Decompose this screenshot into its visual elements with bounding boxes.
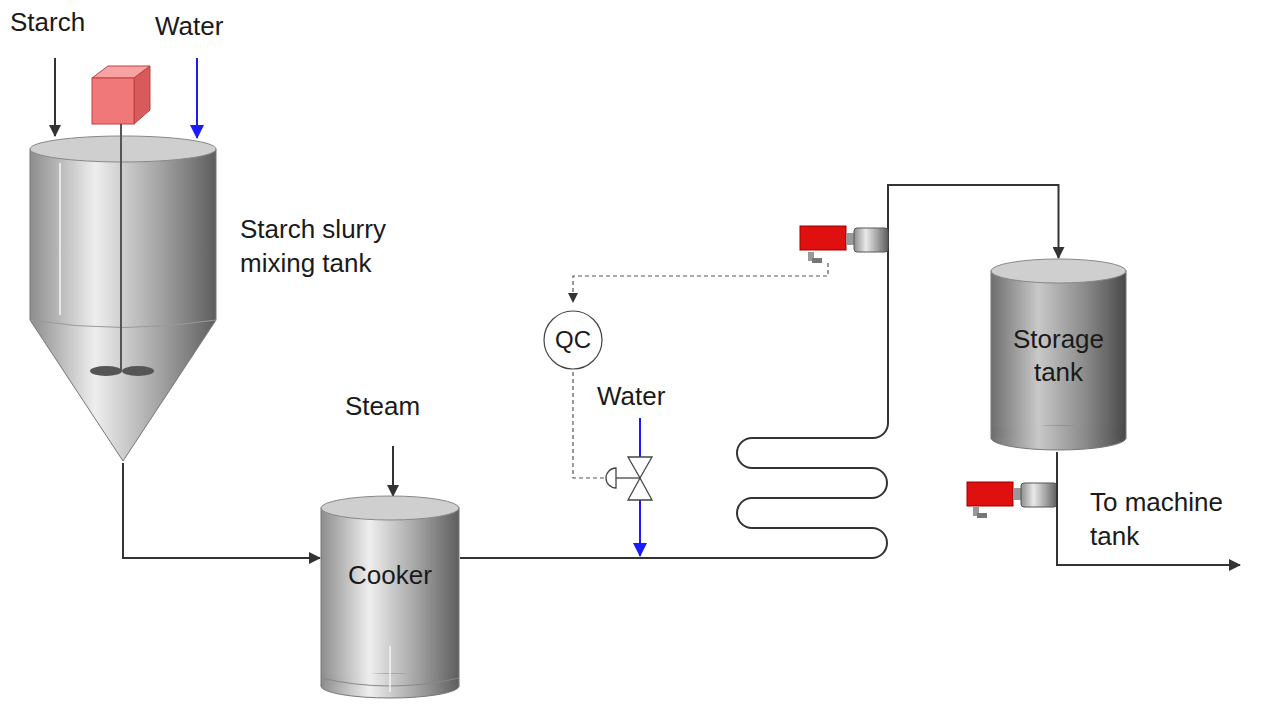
consistency-transmitter [800,226,888,263]
water-feed [196,58,198,138]
dilution-water [639,500,641,556]
vessel-outline [320,495,460,700]
process-pipe [460,185,1059,558]
vessel-label: Cooker [320,559,460,592]
stream-label: Starch [10,6,120,40]
vessel: Cooker [320,495,460,700]
steam-feed [392,446,394,496]
stream-label: Water [597,380,697,414]
controller-circle: QC [543,310,603,370]
vessel: Starch slurry mixing tank [28,135,218,463]
vessel-label: QC [543,325,603,355]
signal-line [573,263,828,302]
vessel-outline [28,135,218,463]
vessel-outline [990,258,1127,452]
stream-label: Water [155,10,255,44]
stream-label: Steam [345,390,455,424]
mixer-motor [92,66,150,142]
dilution-water [639,418,641,457]
control-valve [606,457,652,500]
process-pipe [123,463,320,558]
starch-feed [54,58,56,136]
vessel-label: Storage tank [990,323,1127,388]
vessel: Storage tank [990,258,1127,452]
vessel-label: Starch slurry mixing tank [240,213,445,281]
stream-label: To machine tank [1090,486,1250,554]
consistency-transmitter [967,482,1057,518]
